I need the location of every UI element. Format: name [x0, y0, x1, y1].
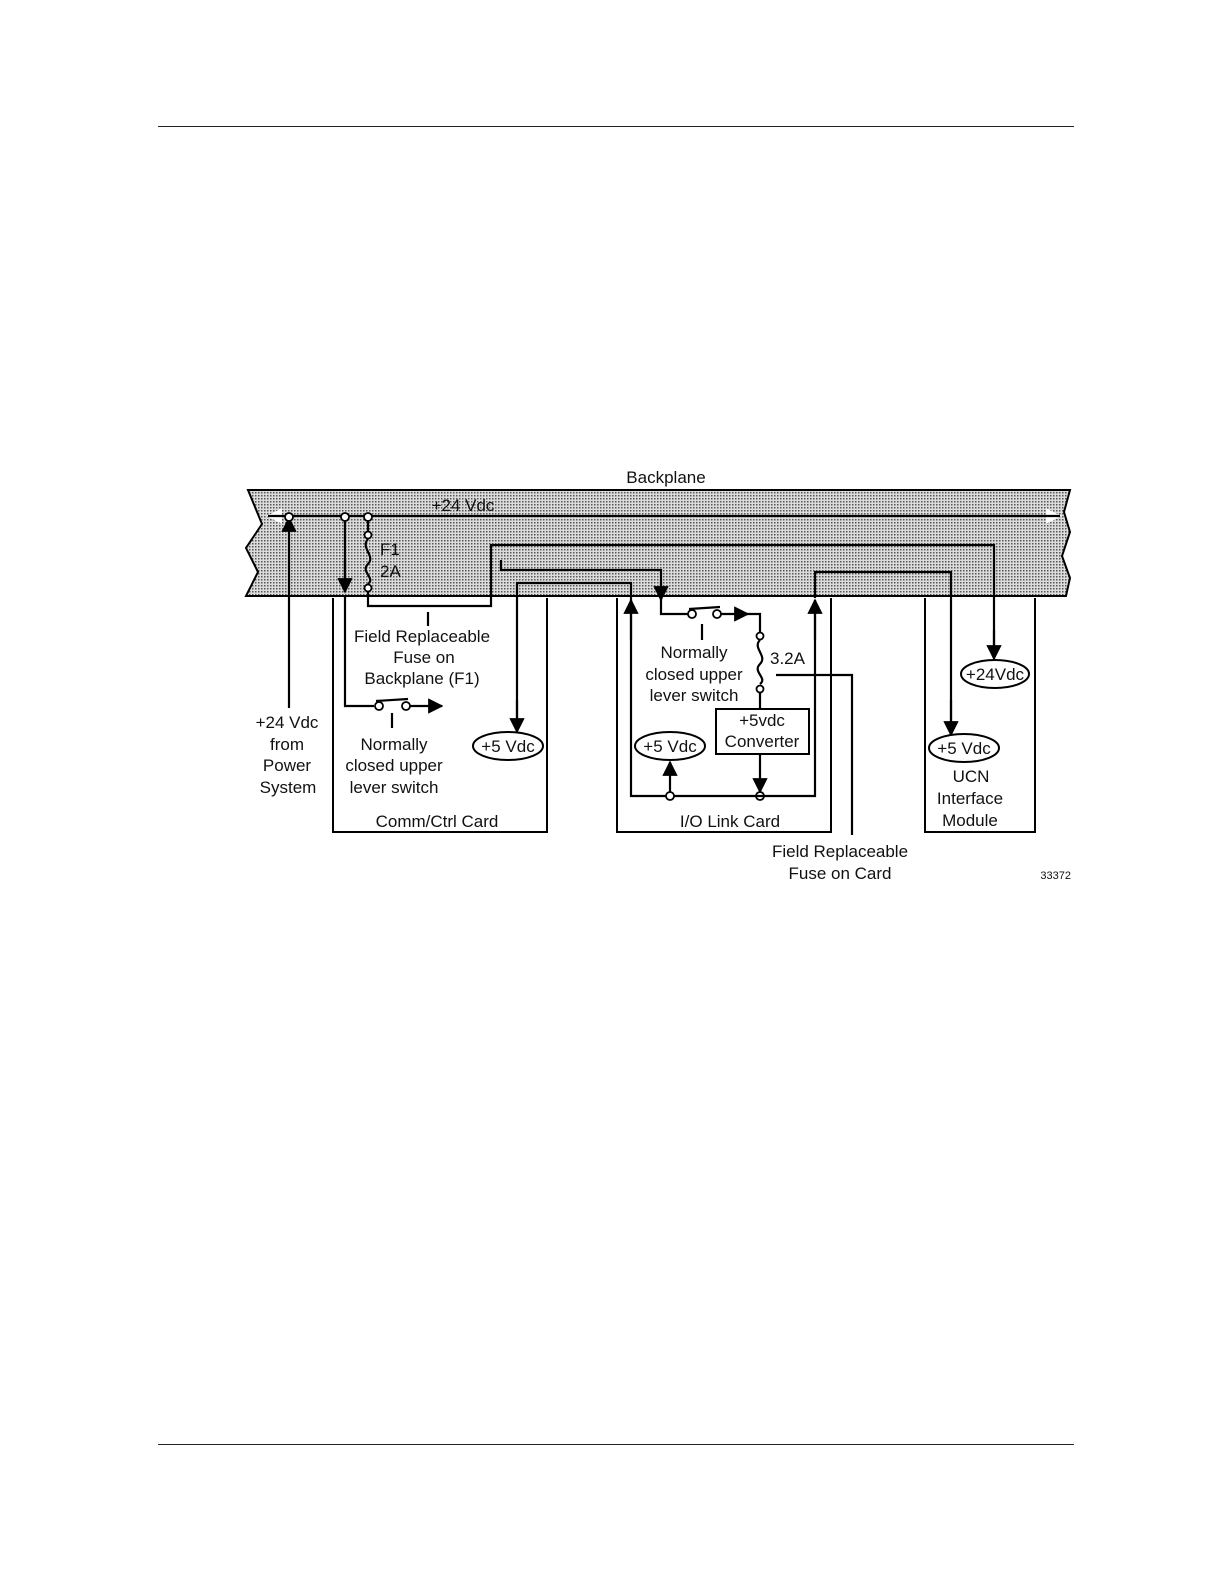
- io-switch-line1: Normally: [660, 643, 728, 662]
- ucn-module-line3: Module: [942, 811, 998, 830]
- fuse-f1-name: F1: [380, 540, 400, 559]
- io-switch-label: Normally closed upper lever switch: [645, 643, 743, 705]
- field-fuse-card-line2: Fuse on Card: [789, 864, 892, 883]
- comm-switch-blade: [376, 699, 408, 701]
- fuse-card-terminal-top: [757, 633, 764, 640]
- fuse-f1-terminal-mid: [365, 532, 372, 539]
- comm-switch-line1: Normally: [360, 735, 428, 754]
- field-fuse-card-label: Field Replaceable Fuse on Card: [772, 842, 908, 883]
- field-fuse-backplane-line3: Backplane (F1): [364, 669, 479, 688]
- io-switch-line2: closed upper: [645, 665, 743, 684]
- converter-label-line2: Converter: [725, 732, 800, 751]
- comm-card-label: Comm/Ctrl Card: [376, 812, 499, 831]
- fuse-card-rating: 3.2A: [770, 649, 806, 668]
- io-switch-terminal-a: [688, 610, 696, 618]
- power-input-line4: System: [260, 778, 317, 797]
- field-fuse-backplane-line2: Fuse on: [393, 648, 454, 667]
- field-fuse-backplane-label: Field Replaceable Fuse on Backplane (F1): [354, 627, 490, 688]
- power-input-label: +24 Vdc from Power System: [256, 713, 319, 797]
- ucn-module-line2: Interface: [937, 789, 1003, 808]
- comm-5v-label: +5 Vdc: [481, 737, 535, 756]
- power-input-line2: from: [270, 735, 304, 754]
- fuse-f1-rating: 2A: [380, 562, 401, 581]
- bus-terminal-input: [285, 513, 293, 521]
- figure-number: 33372: [1040, 870, 1071, 882]
- fuse-card-symbol: [758, 640, 763, 684]
- field-fuse-backplane-line1: Field Replaceable: [354, 627, 490, 646]
- ucn-24v-label: +24Vdc: [966, 665, 1025, 684]
- comm-switch-terminal-a: [375, 702, 383, 710]
- io-switch-line3: lever switch: [650, 686, 739, 705]
- power-input-line3: Power: [263, 756, 312, 775]
- io-5v-node: [666, 792, 674, 800]
- comm-switch-feed-down: [345, 596, 374, 706]
- fuse-card-terminal-bottom: [757, 686, 764, 693]
- comm-switch-line3: lever switch: [350, 778, 439, 797]
- io-switch-blade: [689, 607, 720, 609]
- io-switch-terminal-b: [713, 610, 721, 618]
- ucn-5v-label: +5 Vdc: [937, 739, 991, 758]
- backplane-title: Backplane: [626, 468, 705, 487]
- converter-label-line1: +5vdc: [739, 711, 785, 730]
- ucn-module-label: UCN Interface Module: [937, 767, 1003, 830]
- bus-terminal-comm: [341, 513, 349, 521]
- field-fuse-card-line1: Field Replaceable: [772, 842, 908, 861]
- comm-5v-feed: [517, 583, 631, 730]
- comm-switch-line2: closed upper: [345, 756, 443, 775]
- io-5v-label: +5 Vdc: [643, 737, 697, 756]
- bus-voltage-label: +24 Vdc: [432, 496, 495, 515]
- io-switch-to-fuse: [745, 614, 760, 632]
- comm-switch-terminal-b: [402, 702, 410, 710]
- power-input-line1: +24 Vdc: [256, 713, 319, 732]
- fuse-f1-terminal-top: [364, 513, 372, 521]
- ucn-module-line1: UCN: [953, 767, 990, 786]
- fuse-f1-terminal-bottom: [365, 585, 372, 592]
- io-switch-feed: [661, 598, 688, 614]
- comm-switch-label: Normally closed upper lever switch: [345, 735, 443, 797]
- io-card-label: I/O Link Card: [680, 812, 780, 831]
